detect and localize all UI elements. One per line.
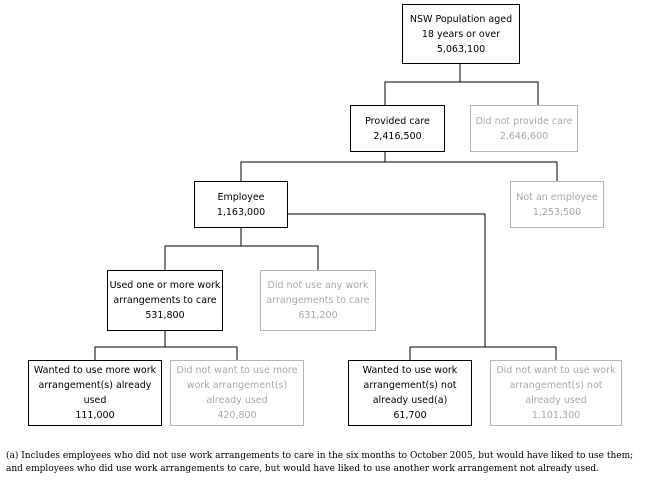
node-employee: Employee 1,163,000 [194, 181, 288, 228]
node-value: 5,063,100 [436, 43, 486, 55]
node-label: arrangements to care [113, 295, 217, 306]
node-wanted-more-arrangements: Wanted to use more work arrangement(s) a… [28, 360, 162, 426]
footnote: (a) Includes employees who did not use w… [6, 451, 634, 474]
node-used-work-arrangements: Used one or more work arrangements to ca… [107, 270, 223, 331]
node-value: 1,163,000 [216, 206, 266, 218]
node-provided-care: Provided care 2,416,500 [350, 105, 445, 152]
connector-root-provided [384, 64, 461, 105]
node-label: already used [525, 395, 587, 406]
node-value: 111,000 [75, 410, 115, 421]
connector-provided-notemployee [385, 161, 558, 181]
node-did-not-want-more-arrangements: Did not want to use more work arrangemen… [170, 360, 304, 426]
node-label: Employee [217, 191, 265, 203]
node-label: arrangement(s) already [38, 380, 152, 391]
node-value: 631,200 [298, 310, 338, 321]
connector-root-notprovided [460, 81, 539, 105]
node-label: Not an employee [516, 191, 598, 203]
node-did-not-want-arrangements-not-used: Did not want to use work arrangement(s) … [490, 360, 622, 426]
node-label: used [83, 395, 107, 406]
node-value: 1,253,500 [532, 206, 582, 218]
connector-employee-used [164, 228, 242, 270]
node-label: Used one or more work [109, 280, 221, 291]
connector-used-notwant [165, 346, 238, 360]
node-label: 18 years or over [421, 28, 501, 40]
node-value: 420,800 [217, 410, 257, 421]
node-label: already used(a) [372, 395, 448, 406]
node-label: Did not use any work [267, 280, 369, 291]
node-value: 2,416,500 [373, 130, 422, 142]
node-label: Provided care [365, 115, 430, 127]
node-value: 61,700 [393, 410, 427, 421]
node-value: 1,101,300 [531, 410, 581, 421]
node-label: Wanted to use more work [33, 365, 157, 376]
node-value: 531,800 [145, 310, 185, 321]
node-label: work arrangement(s) [186, 380, 288, 391]
connector-employee-notused [241, 245, 319, 270]
node-nsw-population: NSW Population aged 18 years or over 5,0… [402, 4, 520, 64]
node-label: already used [206, 395, 268, 406]
node-label: Did not want to use more [176, 365, 298, 376]
node-value: 2,646,600 [499, 130, 549, 142]
node-label: arrangements to care [266, 295, 370, 306]
node-label: NSW Population aged [409, 13, 513, 25]
node-wanted-arrangements-not-used: Wanted to use work arrangement(s) not al… [348, 360, 472, 426]
node-label: arrangement(s) not [509, 380, 603, 391]
connector-rightbranch-notwant [485, 346, 557, 360]
node-did-not-provide-care: Did not provide care 2,646,600 [470, 105, 578, 152]
connector-used-wanted [94, 331, 166, 360]
node-not-an-employee: Not an employee 1,253,500 [510, 181, 604, 228]
node-label: arrangement(s) not [363, 380, 457, 391]
node-label: Did not want to use work [496, 365, 616, 376]
node-label: Did not provide care [475, 115, 573, 127]
node-did-not-use-work-arrangements: Did not use any work arrangements to car… [260, 270, 376, 331]
connector-provided-employee [240, 152, 386, 181]
node-label: Wanted to use work [362, 365, 458, 376]
